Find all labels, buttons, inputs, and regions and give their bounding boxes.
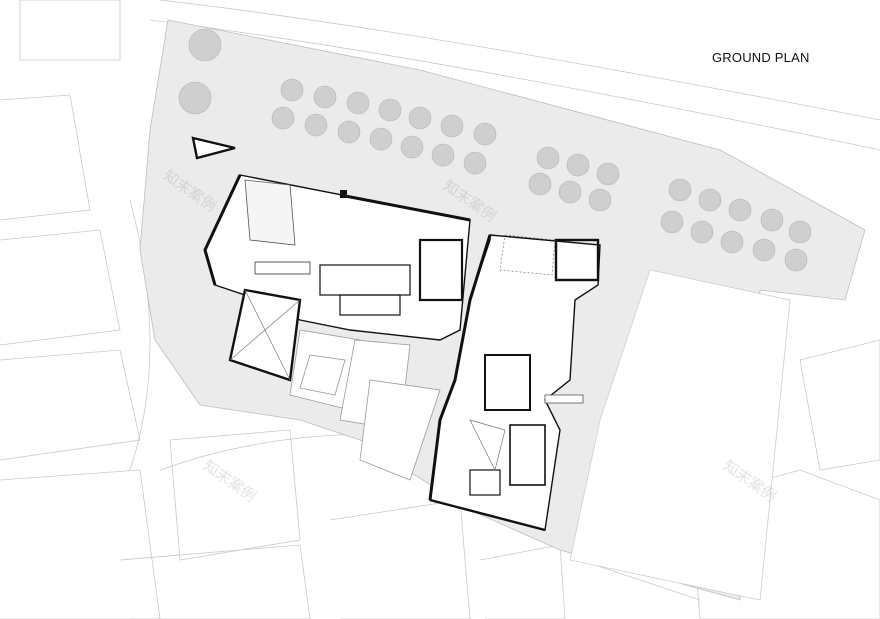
tree-canopy <box>528 172 552 196</box>
plan-title: GROUND PLAN <box>712 50 810 65</box>
triangle-pavilion <box>191 136 236 160</box>
east-neighbour-building <box>569 269 791 601</box>
tree-canopy <box>660 210 684 234</box>
tree-canopy <box>463 151 487 175</box>
tree-canopy <box>378 98 402 122</box>
east-wing-wall-south <box>429 498 546 532</box>
neighbour-block-s2 <box>119 544 311 619</box>
neighbour-block-s4 <box>479 544 566 619</box>
neighbour-block-w2 <box>0 229 121 346</box>
tree-canopy <box>558 180 582 204</box>
neighbour-block-w1 <box>0 94 91 221</box>
tree-canopy <box>668 178 692 202</box>
east-wing-stair-core <box>554 238 600 282</box>
tree-canopy <box>784 248 808 272</box>
existing-houses <box>289 329 441 481</box>
tree-canopy <box>788 220 812 244</box>
tree-canopy <box>720 230 744 254</box>
west-wing-wall-2 <box>339 193 471 222</box>
west-wing-core <box>418 238 464 302</box>
tree-canopy <box>690 220 714 244</box>
neighbour-block-s1 <box>169 429 301 561</box>
tree-canopy <box>760 208 784 232</box>
tree-canopy <box>536 146 560 170</box>
neighbour-block-sw <box>0 469 161 619</box>
east-wing-seating <box>499 234 556 276</box>
tree-canopy <box>752 238 776 262</box>
east-wing-outer-wall <box>428 234 492 501</box>
tree-canopy <box>188 28 222 62</box>
tree-canopy <box>431 143 455 167</box>
west-wing-pillar <box>340 190 347 198</box>
tree-canopy <box>304 113 328 137</box>
tree-canopy <box>369 127 393 151</box>
tree-canopy <box>313 85 337 109</box>
neighbour-block-s3 <box>329 499 471 619</box>
tree-canopy <box>698 188 722 212</box>
street-edge-north-2 <box>149 19 880 151</box>
east-wing-hall <box>484 354 531 411</box>
tree-canopy <box>596 162 620 186</box>
neighbour-block-nw <box>19 0 121 61</box>
west-wing-stair <box>254 261 311 275</box>
west-wing-wall-1 <box>203 174 242 286</box>
tree-canopy <box>440 114 464 138</box>
east-wing-room-d <box>469 469 501 496</box>
tree-canopy <box>473 122 497 146</box>
east-wing-room-c <box>509 424 546 486</box>
tree-canopy <box>588 188 612 212</box>
tree-canopy <box>280 78 304 102</box>
west-wing-room-b <box>339 294 401 316</box>
east-wing <box>428 234 601 532</box>
tree-canopies <box>178 28 812 272</box>
tree-canopy <box>178 81 212 115</box>
tree-canopy <box>337 120 361 144</box>
west-roof-block <box>228 288 302 382</box>
tree-canopy <box>271 106 295 130</box>
tree-canopy <box>346 91 370 115</box>
west-wing-hatch <box>244 179 296 246</box>
street-edge-north <box>159 0 880 121</box>
neighbour-block-w3 <box>0 349 141 461</box>
tree-canopy <box>728 198 752 222</box>
east-wing-ramp <box>544 394 584 404</box>
tree-canopy <box>400 135 424 159</box>
tree-canopy <box>408 106 432 130</box>
east-wing-roof <box>469 419 506 472</box>
road-curve-west <box>129 199 151 471</box>
tree-canopy <box>566 153 590 177</box>
neighbour-block-e2 <box>799 339 880 471</box>
